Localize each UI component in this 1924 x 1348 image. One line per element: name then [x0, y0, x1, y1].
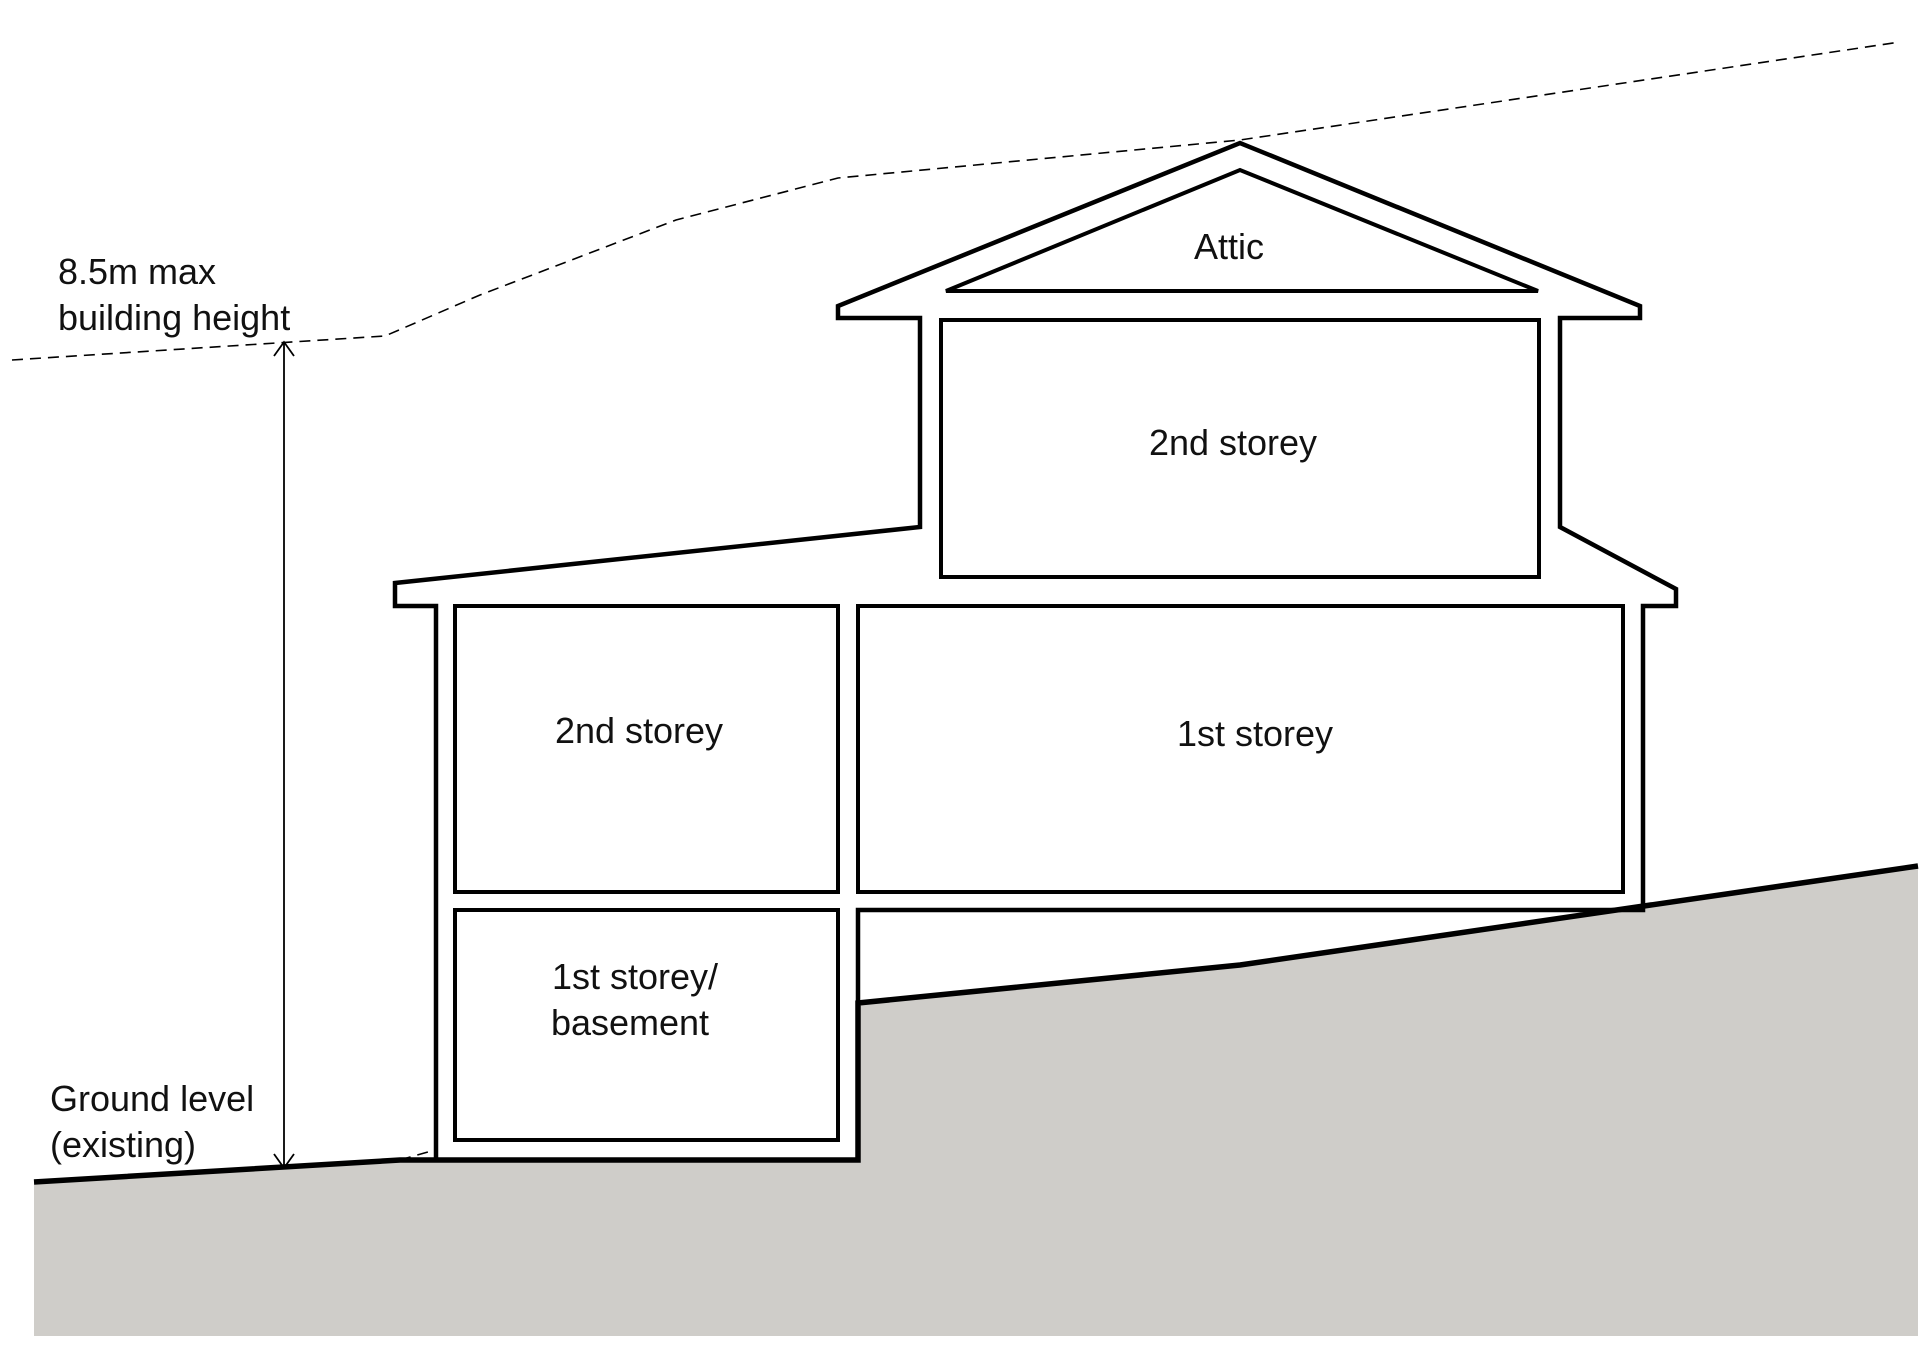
- upper-second-storey-label: 2nd storey: [1149, 422, 1317, 463]
- ground-level-label-line1: Ground level: [50, 1078, 254, 1119]
- ground-level-label-line2: (existing): [50, 1124, 196, 1165]
- max-height-label-line2: building height: [58, 297, 290, 338]
- basement-room: [453, 908, 840, 1142]
- attic-label: Attic: [1194, 226, 1264, 267]
- ground-fill: [34, 866, 1918, 1336]
- basement-label-line1: 1st storey/: [552, 956, 718, 997]
- right-first-storey-label: 1st storey: [1177, 713, 1333, 754]
- ground-level-line: [33, 863, 1919, 1185]
- upper-second-storey-room: [939, 318, 1541, 579]
- left-second-storey-label: 2nd storey: [555, 710, 723, 751]
- right-first-storey-room: [856, 604, 1625, 894]
- height-envelope-line: [11, 41, 1901, 361]
- max-height-label-line1: 8.5m max: [58, 251, 216, 292]
- attic-room: [945, 167, 1539, 293]
- left-second-storey-room: [453, 604, 840, 894]
- height-dimension-arrow: [273, 340, 295, 1170]
- basement-label-line2: basement: [551, 1002, 709, 1043]
